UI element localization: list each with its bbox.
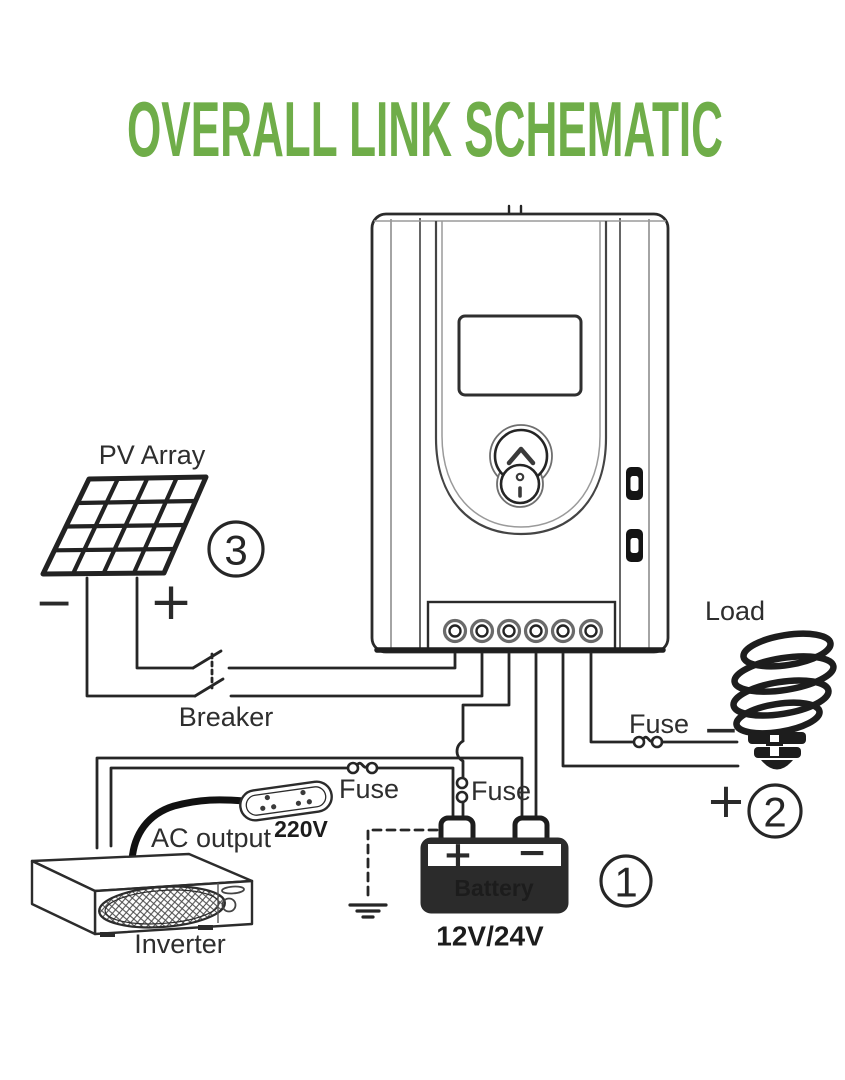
load-plus-symbol: + xyxy=(706,773,746,829)
terminal-6 xyxy=(578,618,604,644)
ac-cable xyxy=(128,796,248,864)
wire-breaker-to-terminal2 xyxy=(229,639,484,698)
inverter-foot-2 xyxy=(198,925,213,930)
wiring xyxy=(85,576,740,919)
terminal-3 xyxy=(496,618,522,644)
wire-terminal5-to-load xyxy=(561,639,740,768)
ground-symbol xyxy=(348,903,388,919)
breaker-blade-2 xyxy=(193,677,225,698)
load: Load − + 2 xyxy=(703,596,837,839)
controller-face-outline xyxy=(434,221,608,536)
terminals xyxy=(442,618,604,644)
power-strip-icon xyxy=(239,780,333,822)
battery-top-band xyxy=(428,844,561,866)
load-callout-number: 2 xyxy=(763,789,786,836)
wire-inverter-line2 xyxy=(109,766,349,848)
load-minus-symbol: − xyxy=(703,705,740,756)
battery: + − Battery 12V/24V 1 xyxy=(420,815,653,952)
controller-side-bevels xyxy=(390,219,650,649)
breaker-blade-1 xyxy=(191,649,223,670)
power-dot-icon xyxy=(515,472,525,482)
battery-label: Battery xyxy=(454,875,533,901)
select-button xyxy=(499,463,541,505)
fuse-battery-bead-1 xyxy=(455,776,469,790)
wire-pv-minus xyxy=(85,576,197,698)
wire-fuse-to-battery-plus-2 xyxy=(376,766,455,821)
wire-pv-plus xyxy=(135,576,195,670)
usb-ports xyxy=(626,467,643,562)
controller-side-edges xyxy=(374,218,666,649)
bulb-icon xyxy=(730,630,837,737)
pv-minus-symbol: − xyxy=(35,575,74,629)
wire-hop xyxy=(455,739,465,779)
inverter-label: Inverter xyxy=(134,929,226,959)
inverter-foot-1 xyxy=(100,932,115,937)
inverter-vent-grille xyxy=(98,885,226,929)
load-callout-circle xyxy=(747,783,803,839)
wire-inverter-line1 xyxy=(95,756,524,850)
fuse-inverter-bead-1 xyxy=(346,761,360,775)
fuse-load-label: Fuse xyxy=(629,709,689,739)
inverter-left-face xyxy=(30,859,97,936)
page-title: OVERALL LINK SCHEMATIC xyxy=(127,85,723,173)
battery-minus-symbol: − xyxy=(517,833,547,874)
pv-grid-lines xyxy=(52,475,198,576)
breaker-label: Breaker xyxy=(179,702,274,732)
battery-plus-symbol: + xyxy=(443,835,473,876)
inverter: Inverter xyxy=(30,852,254,959)
fuse-load-link xyxy=(642,735,655,743)
battery-callout-number: 1 xyxy=(614,859,637,906)
pv-plus-symbol: + xyxy=(149,572,193,632)
terminal-4 xyxy=(523,618,549,644)
battery-voltage-label: 12V/24V xyxy=(436,921,544,952)
terminal-1 xyxy=(442,618,468,644)
pv-array: PV Array − + 3 xyxy=(35,440,265,632)
fuse-load-bead-1 xyxy=(632,735,646,749)
pv-array-label: PV Array xyxy=(99,440,206,470)
fuse-battery-bead-2 xyxy=(455,790,469,804)
inverter-switch-icon xyxy=(221,885,245,895)
ac-output-label: AC output xyxy=(151,823,272,853)
fuse-inverter-link xyxy=(356,761,370,769)
chevron-up-icon xyxy=(506,446,536,466)
button-cluster xyxy=(489,424,553,508)
ac-voltage-label: 220V xyxy=(274,816,328,842)
ground-dashed-wire xyxy=(366,828,439,902)
usb-port-2-slot xyxy=(630,538,639,553)
usb-port-1-slot xyxy=(630,476,639,491)
ac-output: AC output 220V xyxy=(128,780,333,864)
inverter-vent-inner xyxy=(104,889,220,925)
fuse-inverter-label: Fuse xyxy=(339,774,399,804)
pv-callout-number: 3 xyxy=(224,527,247,574)
pv-callout-circle xyxy=(207,520,265,578)
battery-callout-circle xyxy=(599,854,653,908)
terminal-5 xyxy=(550,618,576,644)
fuse-battery-label: Fuse xyxy=(471,776,531,806)
bulb-base xyxy=(748,732,806,770)
wire-terminal3-down xyxy=(461,639,511,743)
lcd-screen xyxy=(457,314,583,397)
load-label: Load xyxy=(705,596,765,626)
inverter-socket-icon xyxy=(221,897,237,913)
controller-face-inner-outline xyxy=(441,221,601,528)
terminal-2 xyxy=(469,618,495,644)
wire-terminal6-down xyxy=(589,639,635,744)
charge-controller xyxy=(370,204,670,654)
